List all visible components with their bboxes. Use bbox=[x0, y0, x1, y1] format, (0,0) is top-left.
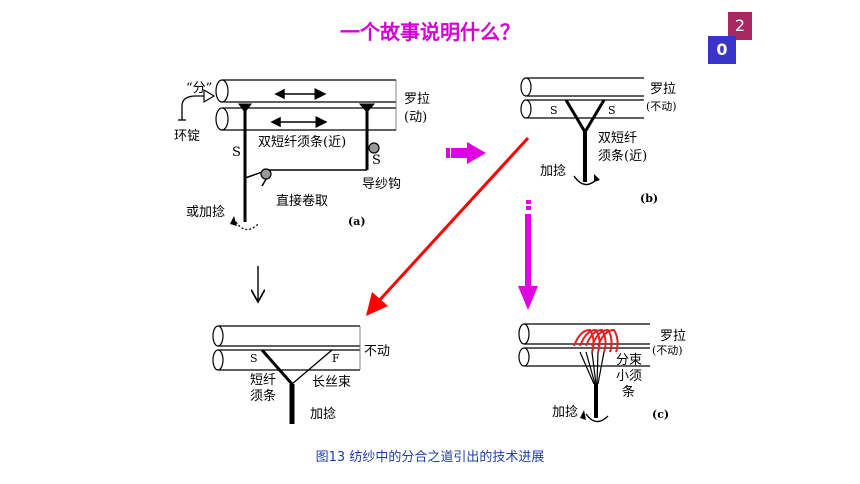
label-s1: S bbox=[550, 104, 558, 117]
label-panel-c: (c) bbox=[652, 408, 669, 421]
label-twist: 加捻 bbox=[310, 407, 336, 422]
page-number-badge-top: 2 bbox=[728, 12, 752, 40]
label-small-strand-2: 条 bbox=[622, 384, 635, 400]
label-small-strand-1: 小须 bbox=[616, 369, 642, 384]
ring-spindle-arrow-icon bbox=[181, 95, 206, 120]
panel-a-strands bbox=[238, 103, 376, 222]
arrow-a-to-b bbox=[446, 142, 486, 164]
label-split: 分束 bbox=[616, 353, 642, 368]
twist-arc bbox=[235, 221, 259, 231]
panel-c-strands bbox=[579, 351, 609, 423]
label-fen: “分” bbox=[186, 81, 212, 96]
label-s2: S bbox=[608, 104, 616, 117]
label-direct-winding: 直接卷取 bbox=[276, 193, 328, 209]
label-panel-b: (b) bbox=[640, 192, 658, 205]
panel-c-coils bbox=[573, 328, 619, 353]
label-double-staple-2: 须条(近) bbox=[598, 148, 647, 164]
label-staple-1: 短纤 bbox=[250, 373, 276, 388]
arrow-b-to-c bbox=[518, 200, 538, 310]
arrow-b-to-d bbox=[366, 136, 530, 316]
panel-a: “分” 环锭 罗拉 (动) S 双短纤须条(近) S 导纱钩 直接卷取 或加捻 … bbox=[174, 79, 430, 231]
panel-b-rollers bbox=[520, 77, 644, 119]
label-roller: 罗拉 bbox=[660, 329, 686, 344]
label-roller-static: (不动) bbox=[646, 100, 677, 113]
label-roller-static: (不动) bbox=[652, 344, 683, 357]
label-twist: 加捻 bbox=[540, 164, 566, 179]
figure-caption: 图13 纺纱中的分合之道引出的技术进展 bbox=[315, 450, 545, 465]
label-s-left: S bbox=[232, 145, 241, 160]
yarn-guide-hook-icon bbox=[260, 168, 272, 180]
yarn-guide-hook-icon bbox=[368, 142, 380, 154]
label-s: S bbox=[250, 352, 258, 365]
label-roller: 罗拉 bbox=[650, 82, 676, 97]
label-or-twist: 或加捻 bbox=[186, 205, 225, 220]
label-huanding: 环锭 bbox=[174, 129, 200, 144]
panel-c: 罗拉 (不动) 分束 小须 条 加捻 (c) bbox=[518, 323, 686, 423]
panel-a-traverse-arrows bbox=[270, 88, 328, 128]
label-static: 不动 bbox=[364, 344, 390, 359]
label-filament: 长丝束 bbox=[312, 375, 351, 390]
label-f: F bbox=[332, 352, 340, 365]
panel-d: S F 不动 短纤 须条 长丝束 加捻 bbox=[212, 325, 390, 424]
label-double-staple: 双短纤须条(近) bbox=[258, 134, 346, 150]
page-number-badge-bottom: 0 bbox=[708, 36, 736, 64]
label-double-staple-1: 双短纤 bbox=[598, 131, 637, 146]
panel-b: 罗拉 (不动) S S 双短纤 须条(近) 加捻 (b) bbox=[520, 77, 677, 205]
label-guide-hook: 导纱钩 bbox=[362, 177, 401, 192]
label-twist: 加捻 bbox=[552, 405, 578, 420]
label-roller: 罗拉 bbox=[404, 92, 430, 107]
label-panel-a: (a) bbox=[348, 215, 366, 228]
label-staple-2: 须条 bbox=[250, 388, 276, 404]
page-title: 一个故事说明什么？ bbox=[340, 20, 520, 44]
label-s-right: S bbox=[372, 153, 381, 168]
panel-d-strands bbox=[260, 349, 333, 424]
panel-d-rollers bbox=[212, 325, 361, 371]
label-roller-moving: (动) bbox=[404, 110, 427, 125]
